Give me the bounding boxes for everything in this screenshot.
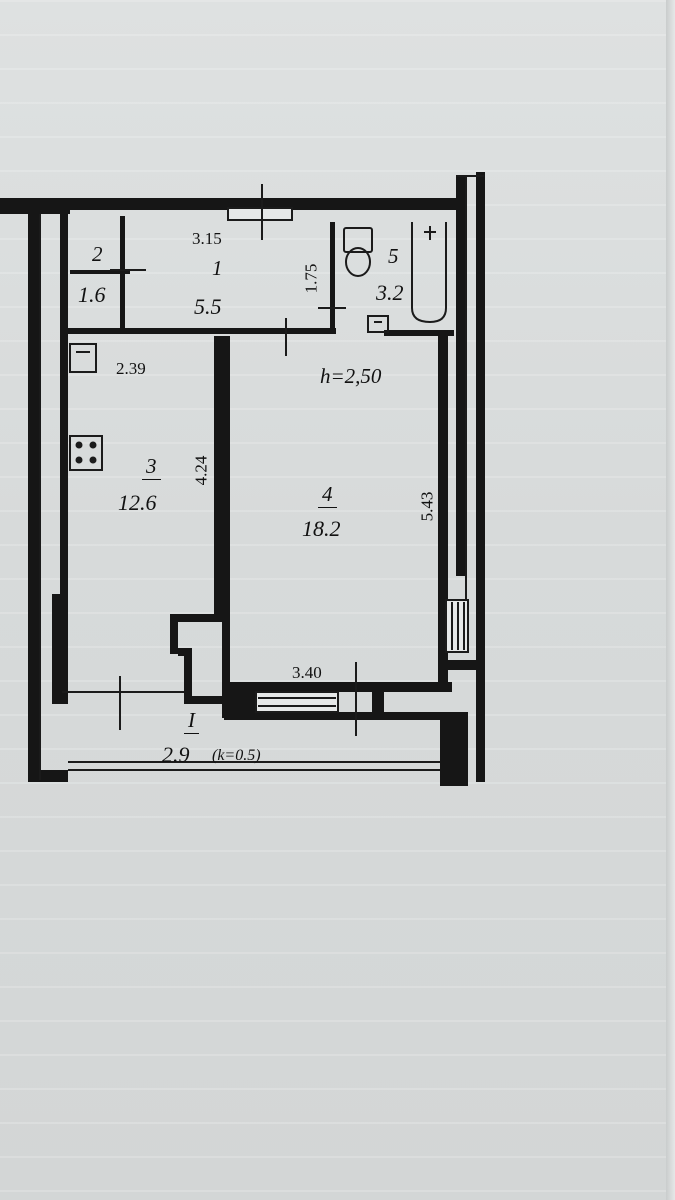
right-outer-wall-lower (476, 172, 485, 782)
step-block-bottom (184, 696, 224, 704)
kitchen-sink (69, 343, 97, 373)
top-window (227, 207, 293, 221)
balcony-number: I (184, 710, 199, 734)
right-outer-wall-upper (456, 176, 466, 576)
balcony-left-corner (28, 770, 68, 782)
step-block-left (170, 614, 178, 654)
partition-5-bottom (384, 330, 454, 336)
dim-top-width: 3.15 (192, 229, 222, 248)
bathtub (411, 222, 447, 324)
burner-2 (89, 441, 97, 449)
room-4-area: 18.2 (302, 516, 341, 541)
step-block-top (170, 614, 222, 622)
room-4-bottom-wall (222, 682, 452, 692)
dim-room-length: 5.43 (417, 491, 437, 522)
washbasin (367, 315, 389, 333)
room-5-number: 5 (388, 244, 399, 268)
dim-kitchen-length: 4.24 (191, 455, 211, 486)
left-outer-wall (28, 214, 40, 780)
room-4-number: 4 (318, 484, 337, 508)
balcony-door-4 (255, 691, 339, 713)
room-1-number: 1 (212, 256, 223, 280)
balcony-right-wall (440, 712, 468, 786)
burner-1 (75, 441, 83, 449)
stove (69, 435, 103, 471)
room-5-area: 3.2 (376, 280, 404, 305)
room-3-area: 12.6 (118, 490, 157, 515)
partition-3-4 (214, 336, 222, 618)
step-block-low (184, 654, 192, 702)
balcony-area: 2.9 (162, 742, 190, 767)
left-top-wall (0, 198, 70, 214)
partition-corridor-bottom (66, 328, 336, 334)
room-2-area: 1.6 (78, 282, 106, 307)
top-wall (60, 198, 460, 210)
walls (0, 172, 485, 786)
inner-left-wall-step (52, 594, 68, 704)
balcony-coefficient: (k=0.5) (212, 747, 261, 764)
burner-4 (89, 456, 97, 464)
partition-2-shelf (70, 270, 130, 274)
burner-3 (75, 456, 83, 464)
right-wall-bend (446, 660, 476, 670)
partition-1-5 (330, 222, 335, 334)
partition-4-left (222, 336, 230, 686)
room-3-number: 3 (142, 456, 161, 480)
step-block-mid (178, 648, 192, 656)
toilet-tank (343, 227, 373, 253)
paper-edge (666, 0, 675, 1200)
room-4-bottom-pier-right (372, 692, 384, 718)
room-2-number: 2 (92, 242, 103, 266)
room-4-right-wall (438, 336, 448, 692)
dim-room-width: 3.40 (292, 663, 322, 682)
inner-left-wall (60, 214, 68, 594)
dim-kitchen-width: 2.39 (116, 359, 146, 378)
room-1-area: 5.5 (194, 294, 222, 319)
dim-bath-length: 1.75 (301, 263, 321, 294)
balcony-inner-wall (224, 712, 440, 720)
ceiling-height: h=2,50 (320, 364, 382, 388)
toilet-bowl (345, 247, 371, 277)
stove-burners (75, 441, 97, 464)
thin-lines (39, 175, 484, 780)
